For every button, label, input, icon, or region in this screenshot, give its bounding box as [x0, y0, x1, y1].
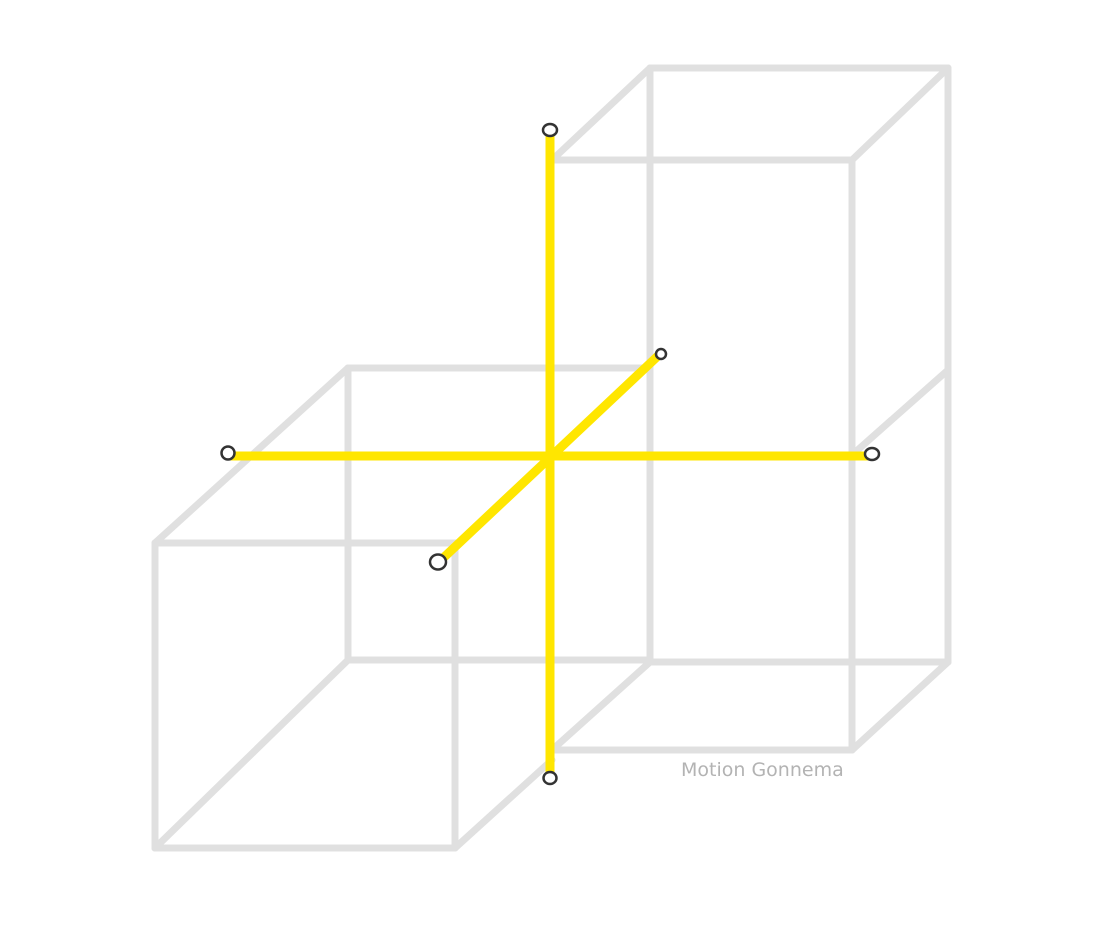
endpoint-marker-right: [863, 446, 881, 462]
depth-axis: [435, 349, 665, 566]
axes: [223, 125, 877, 783]
endpoint-marker-left: [220, 445, 236, 461]
watermark-text: Motion Gonnema: [681, 759, 844, 781]
upper-right-cube: [548, 64, 952, 754]
cube-edge: [848, 366, 952, 459]
cube-edge: [548, 64, 654, 164]
cube-edge: [848, 658, 952, 754]
cube-edge: [451, 756, 556, 852]
lower-left-cube: [151, 364, 654, 852]
cube-edge: [548, 658, 654, 754]
cube-edge: [848, 64, 952, 164]
axis-endpoints: [220, 122, 881, 786]
endpoint-marker-back: [654, 347, 668, 361]
endpoint-marker-front: [428, 553, 448, 571]
cube-edge: [151, 656, 352, 852]
endpoint-marker-bottom: [542, 770, 558, 786]
endpoint-marker-top: [541, 122, 559, 138]
